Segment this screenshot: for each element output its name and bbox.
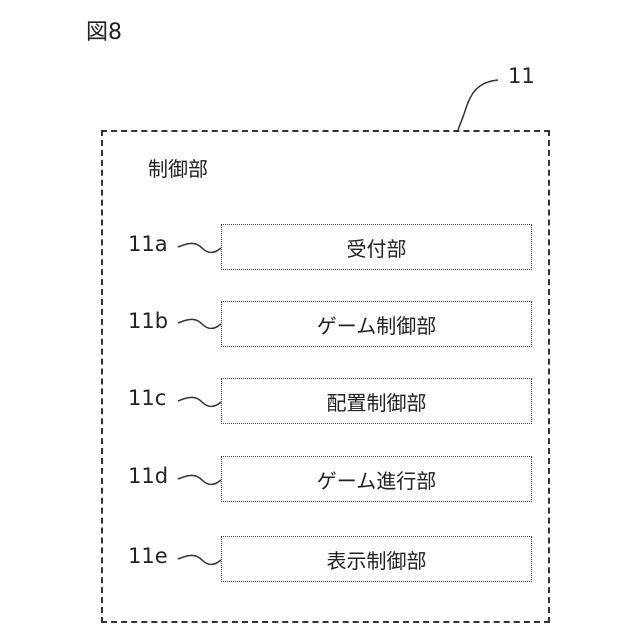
- ref-11c-leader: [178, 397, 221, 406]
- unit-ref-11d: 11d: [128, 466, 168, 487]
- unit-label: 表示制御部: [327, 545, 427, 574]
- unit-box-reception: 受付部: [221, 224, 532, 270]
- unit-label: ゲーム制御部: [317, 310, 436, 339]
- unit-ref-11a: 11a: [128, 234, 168, 255]
- unit-box-game-control: ゲーム制御部: [221, 301, 532, 347]
- unit-box-display-control: 表示制御部: [221, 536, 532, 582]
- unit-ref-11e: 11e: [128, 546, 168, 567]
- ref-11b-leader: [178, 319, 221, 328]
- ref-11a-leader: [178, 243, 221, 252]
- ref-11d-leader: [178, 475, 221, 484]
- ref-11e-leader: [178, 555, 221, 564]
- unit-ref-11b: 11b: [128, 311, 168, 332]
- unit-box-game-progress: ゲーム進行部: [221, 456, 532, 502]
- unit-box-placement-control: 配置制御部: [221, 378, 532, 424]
- unit-label: 配置制御部: [327, 387, 427, 416]
- unit-label: 受付部: [347, 233, 407, 262]
- unit-ref-11c: 11c: [128, 388, 166, 409]
- unit-label: ゲーム進行部: [317, 465, 436, 494]
- outer-ref-leader: [458, 80, 498, 130]
